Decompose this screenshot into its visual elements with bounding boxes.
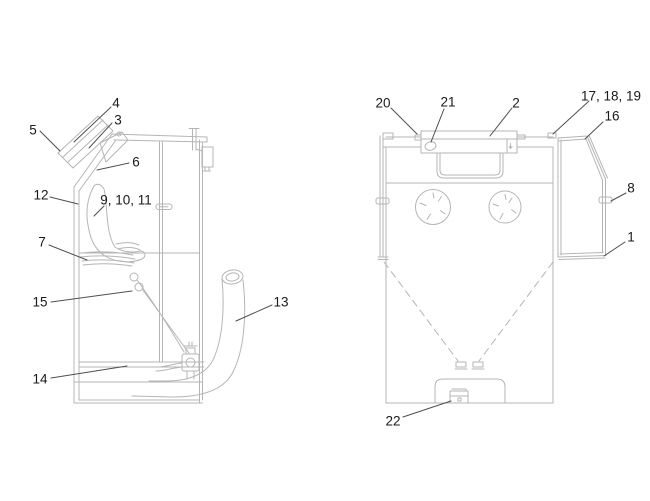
callout-2: 2 [489, 96, 520, 137]
front-dust-outlet-box [449, 390, 469, 404]
callout-15-label: 15 [32, 295, 47, 310]
front-view-callouts: 20 21 2 17, 18, 19 16 8 1 22 [375, 89, 641, 429]
front-light-left-tab [414, 134, 422, 141]
callout-17-18-19-leader [552, 100, 590, 135]
callout-12: 12 [33, 188, 79, 205]
callout-13: 13 [235, 295, 289, 322]
callout-16-label: 16 [604, 109, 619, 124]
callout-4-leader [73, 106, 112, 143]
side-view-callouts: 4 3 5 6 12 9, 10, 11 7 15 [29, 96, 288, 387]
side-window-knob-icon [116, 131, 122, 137]
callout-8: 8 [610, 181, 635, 202]
callout-20: 20 [375, 96, 418, 135]
front-glove-port-left [415, 189, 451, 225]
callout-6: 6 [96, 155, 140, 171]
side-view-drawing [57, 115, 246, 404]
callout-13-label: 13 [273, 295, 288, 310]
callout-22-label: 22 [385, 414, 400, 429]
front-glove-port-left-ticks [419, 192, 446, 220]
side-glove [86, 183, 146, 263]
callout-6-leader [96, 162, 130, 171]
side-exhaust-box-nub [203, 166, 211, 172]
callout-4: 4 [73, 96, 120, 143]
side-cabinet-outline [73, 133, 208, 404]
front-hinge-tab [547, 132, 557, 139]
side-window-inner-panel [99, 131, 129, 163]
callout-7: 7 [38, 235, 88, 261]
callout-1-label: 1 [627, 230, 635, 245]
callout-3: 3 [88, 113, 122, 149]
callout-5: 5 [29, 123, 61, 152]
callout-13-leader [235, 304, 273, 322]
front-left-door-edge [377, 135, 389, 260]
side-work-shelf [79, 251, 136, 267]
callout-1-leader [603, 241, 626, 257]
callout-8-leader [610, 192, 627, 202]
front-top-rail [382, 136, 554, 148]
callout-9-10-11-leader [93, 205, 105, 217]
callout-21-label: 21 [440, 95, 455, 110]
front-hopper-foot-left [455, 361, 467, 368]
callout-16: 16 [584, 109, 620, 140]
callout-15: 15 [32, 290, 133, 310]
callout-20-label: 20 [375, 96, 390, 111]
front-rail-left-tab [382, 132, 394, 140]
front-body-outline [385, 146, 554, 404]
callout-22-leader [402, 400, 452, 418]
callout-20-leader [390, 107, 418, 135]
callout-21: 21 [430, 95, 456, 143]
side-exhaust-pipe [188, 128, 203, 152]
callout-7-label: 7 [38, 235, 46, 250]
side-exhaust-box [201, 146, 214, 168]
front-light-right-tab [516, 134, 526, 140]
front-leg-arch [434, 378, 506, 404]
callout-7-leader [48, 244, 88, 261]
callout-14: 14 [32, 365, 128, 387]
front-glove-port-right-ticks [492, 194, 517, 220]
side-media-hose [131, 278, 246, 398]
callout-9-10-11-label: 9, 10, 11 [100, 193, 152, 208]
callout-5-label: 5 [29, 123, 37, 138]
side-hose-fitting-upper [129, 272, 139, 282]
callout-3-leader [88, 122, 113, 149]
front-dust-outlet-detail [449, 388, 469, 402]
callout-21-leader [430, 108, 445, 143]
callout-5-leader [39, 130, 61, 152]
front-latch-knob-icon [424, 141, 437, 151]
callout-15-leader [50, 290, 133, 303]
callout-16-leader [584, 121, 604, 140]
callout-12-label: 12 [33, 188, 48, 203]
front-glove-port-right [488, 190, 522, 224]
front-left-door-latch-icon [375, 197, 390, 205]
callout-12-leader [49, 196, 79, 205]
front-view-drawing [375, 130, 613, 404]
side-media-hose-opening [221, 269, 244, 285]
front-hopper-hidden-lines [383, 261, 554, 362]
callout-8-label: 8 [627, 181, 635, 196]
side-door-latch-icon [155, 203, 173, 210]
side-gun-dial-icon [185, 357, 196, 368]
callout-14-label: 14 [32, 372, 48, 387]
front-light-housing [420, 130, 518, 154]
front-hopper-foot-right [472, 361, 484, 368]
callout-14-leader [50, 365, 128, 379]
callout-2-label: 2 [512, 96, 520, 111]
callout-2-leader [489, 107, 513, 137]
callout-22: 22 [385, 400, 452, 429]
callout-6-label: 6 [132, 155, 140, 170]
front-right-door-panel [557, 135, 608, 260]
callout-4-label: 4 [112, 96, 120, 111]
callout-17-18-19: 17, 18, 19 [552, 89, 641, 135]
callout-17-18-19-label: 17, 18, 19 [581, 89, 641, 104]
callout-3-label: 3 [114, 113, 122, 128]
side-media-hose-opening-inner [225, 272, 240, 282]
front-view-window [436, 152, 504, 179]
side-window-lid [57, 115, 114, 169]
front-light-housing-lines [420, 138, 518, 154]
callout-1: 1 [603, 230, 635, 257]
side-gun-fittings [155, 341, 198, 380]
callout-9-10-11: 9, 10, 11 [93, 193, 152, 217]
